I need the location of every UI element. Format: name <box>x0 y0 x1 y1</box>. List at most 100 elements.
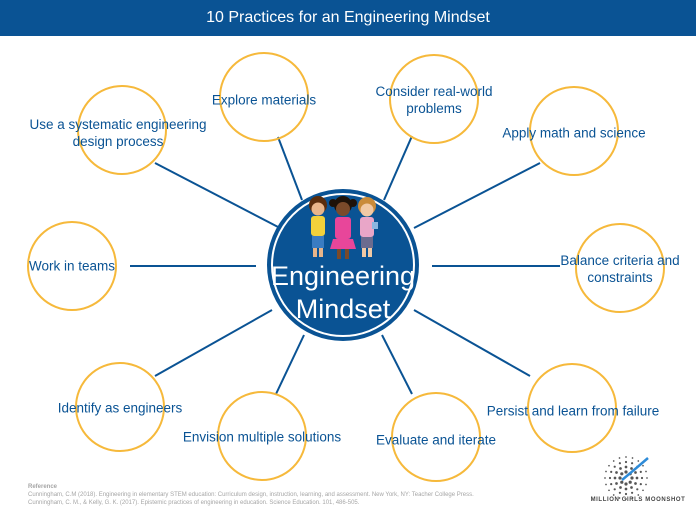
logo-dot <box>620 480 624 484</box>
logo-dot <box>634 471 637 474</box>
logo-dot <box>624 470 628 474</box>
logo-dot <box>628 480 632 484</box>
logo-dot <box>619 486 622 489</box>
practice-ring-1 <box>219 52 309 142</box>
reference-citation-1: Cunningham, C.M (2018). Engineering in e… <box>28 492 474 498</box>
practice-label-multiple-solutions: Envision multiple solutions <box>182 429 342 445</box>
spoke-line-3 <box>154 162 281 229</box>
girl-middle-icon <box>329 196 357 259</box>
logo-rocket-streak <box>621 457 649 481</box>
logo-dot <box>625 498 627 500</box>
logo-dot <box>605 483 607 486</box>
practice-label-criteria-constraints: Balance criteria and constraints <box>560 253 680 285</box>
spoke-line-1 <box>277 136 303 201</box>
logo-dot <box>618 476 622 480</box>
logo-dot <box>639 470 642 473</box>
practice-label-work-in-teams: Work in teams <box>28 258 116 274</box>
logo-dot <box>608 476 612 480</box>
practice-ring-2 <box>389 54 479 144</box>
logo-dot <box>624 482 628 486</box>
center-title-line2: Mindset <box>295 294 391 324</box>
spoke-line-4 <box>413 162 541 229</box>
logo-dot <box>615 471 618 474</box>
girl-left-icon <box>309 196 327 257</box>
logo-dot <box>619 467 622 470</box>
logo-dot <box>618 497 621 499</box>
logo-dot <box>645 470 647 473</box>
logo-dot <box>646 477 648 479</box>
spoke-line-9 <box>275 334 305 395</box>
logo-dot <box>636 488 639 491</box>
reference-block: Reference Cunningham, C.M (2018). Engine… <box>28 483 608 507</box>
logo-dot <box>630 476 634 480</box>
practice-ring-9 <box>217 391 307 481</box>
logo-dot <box>637 494 640 496</box>
reference-citation-2: Cunningham, C. M., & Kelly, G. K. (2017)… <box>28 500 360 506</box>
practice-label-persist-failure: Persist and learn from failure <box>486 403 660 419</box>
logo-dot <box>631 462 634 465</box>
center-hub-outer <box>267 189 419 341</box>
logo-dot <box>630 486 633 489</box>
logo-dot <box>610 483 613 486</box>
reference-heading: Reference <box>28 484 58 490</box>
practice-ring-8 <box>527 363 617 453</box>
logo-dot <box>631 457 634 459</box>
girl-right-icon <box>358 197 378 257</box>
logo-dot <box>618 462 622 465</box>
logo-dot <box>624 492 628 496</box>
logo-dot <box>613 476 617 480</box>
center-title: Engineering Mindset <box>271 260 415 326</box>
title-banner: 10 Practices for an Engineering Mindset <box>0 0 696 36</box>
logo-dot <box>613 488 616 491</box>
practice-ring-3 <box>77 85 167 175</box>
logo-dot <box>620 472 624 476</box>
practice-label-identify-engineers: Identify as engineers <box>57 400 183 416</box>
logo-dot <box>604 477 606 479</box>
practice-rings <box>27 52 665 482</box>
logo-dot <box>642 464 644 467</box>
logo-dot <box>618 457 621 459</box>
logo-dot <box>608 489 610 492</box>
practice-ring-4 <box>529 86 619 176</box>
logo-dot <box>615 482 618 485</box>
logo-dot <box>631 491 634 494</box>
logo-dot <box>642 489 644 492</box>
logo-dot <box>608 464 610 467</box>
moonshot-logo-icon <box>604 456 649 500</box>
logo-dot <box>635 476 639 480</box>
spoke-line-7 <box>154 309 273 377</box>
logo-dot <box>625 456 627 458</box>
logo-dot <box>605 470 607 473</box>
practice-ring-5 <box>27 221 117 311</box>
logo-dot <box>624 460 628 464</box>
practice-ring-10 <box>391 392 481 482</box>
logo-dot <box>624 465 628 469</box>
logo-dot <box>612 460 615 462</box>
practice-label-design-process: Use a systematic engineering design proc… <box>29 117 207 149</box>
logo-dot <box>645 483 647 486</box>
logo-dot <box>637 460 640 462</box>
logo-dot <box>612 494 615 496</box>
practice-label-math-science: Apply math and science <box>502 125 646 141</box>
spokes <box>130 135 560 395</box>
spoke-line-10 <box>381 334 413 395</box>
logo-dot <box>639 483 642 486</box>
logo-dot <box>610 470 613 473</box>
practice-label-real-world-problems: Consider real-world problems <box>375 84 493 116</box>
practice-ring-6 <box>575 223 665 313</box>
logo-dot <box>618 491 622 494</box>
practice-ring-7 <box>75 362 165 452</box>
practice-label-explore-materials: Explore materials <box>211 92 317 108</box>
logo-dot <box>613 465 616 468</box>
center-title-line1: Engineering <box>270 261 416 291</box>
logo-dot <box>634 482 637 485</box>
girls-illustration <box>309 196 378 259</box>
logo-dot <box>630 467 633 470</box>
spoke-line-2 <box>383 135 413 201</box>
logo-text: MILLION GIRLS MOONSHOT <box>590 497 686 503</box>
logo-dot <box>640 476 644 480</box>
practice-label-evaluate-iterate: Evaluate and iterate <box>375 432 497 448</box>
page-title: 10 Practices for an Engineering Mindset <box>206 9 490 26</box>
center-hub-ring <box>271 193 415 337</box>
